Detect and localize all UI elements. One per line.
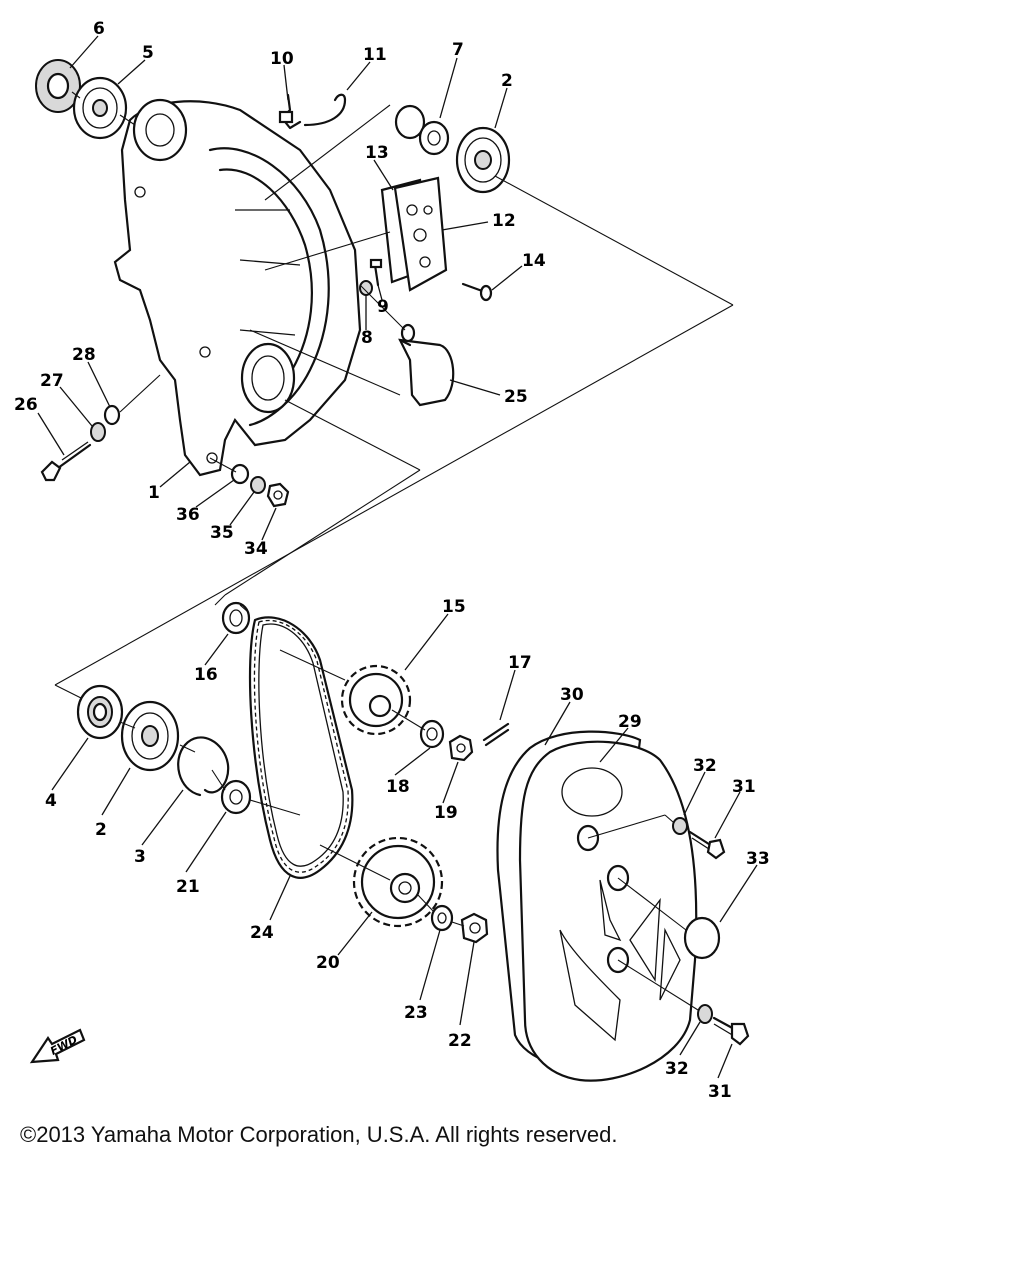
part-17-cotter-pin xyxy=(482,722,510,747)
part-24-chain xyxy=(248,616,354,879)
part-11-hose xyxy=(303,93,347,127)
callout-5: 5 xyxy=(142,43,154,63)
leader-lines xyxy=(37,35,758,1079)
part-21-spacer xyxy=(220,779,252,815)
callout-11: 11 xyxy=(363,45,387,65)
part-28-washer xyxy=(103,404,121,426)
callout-27: 27 xyxy=(40,371,64,391)
callout-13: 13 xyxy=(365,143,389,163)
callout-32-upper: 32 xyxy=(693,756,717,776)
part-23-washer xyxy=(430,904,454,932)
callout-6: 6 xyxy=(93,19,105,39)
callout-22: 22 xyxy=(448,1031,472,1051)
callout-2-top: 2 xyxy=(501,71,513,91)
callout-7: 7 xyxy=(452,40,464,60)
callout-28: 28 xyxy=(72,345,96,365)
callout-2-bottom: 2 xyxy=(95,820,107,840)
assembly-reference-lines xyxy=(54,91,734,706)
part-31-bolt-upper xyxy=(688,830,726,860)
callout-36: 36 xyxy=(176,505,200,525)
part-5-bearing xyxy=(72,76,128,140)
fwd-label: FWD xyxy=(48,1033,80,1058)
part-15-sprocket xyxy=(340,664,412,736)
part-26-bolt xyxy=(40,441,92,482)
callout-14: 14 xyxy=(522,251,546,271)
callout-23: 23 xyxy=(404,1003,428,1023)
callout-19: 19 xyxy=(434,803,458,823)
callout-20: 20 xyxy=(316,953,340,973)
callout-25: 25 xyxy=(504,387,528,407)
part-10-fitting xyxy=(278,93,302,130)
part-22-nut xyxy=(460,912,489,944)
part-16-seal xyxy=(221,601,251,635)
part-6-seal xyxy=(35,59,81,113)
callout-31-lower: 31 xyxy=(708,1082,732,1100)
part-20-sprocket xyxy=(352,836,444,928)
callout-8: 8 xyxy=(361,328,373,348)
part-35-lockwasher xyxy=(250,476,266,494)
callout-15: 15 xyxy=(442,597,466,617)
part-32-washer-lower xyxy=(697,1004,713,1024)
part-29-cover xyxy=(518,740,698,1082)
callout-labels: 6 5 10 11 7 2 13 12 14 9 8 25 28 27 26 1… xyxy=(14,19,770,1100)
part-8-nut xyxy=(359,280,373,296)
callout-26: 26 xyxy=(14,395,38,415)
callout-31-upper: 31 xyxy=(732,777,756,797)
part-36-washer xyxy=(230,463,250,485)
exploded-parts-diagram: FWD xyxy=(14,19,770,1100)
callout-35: 35 xyxy=(210,523,234,543)
callout-33: 33 xyxy=(746,849,770,869)
part-33-plug xyxy=(683,916,721,960)
part-1-chain-case xyxy=(113,98,362,477)
part-31-bolt-lower xyxy=(712,1016,750,1046)
part-34-nut xyxy=(266,482,290,508)
part-7-collar xyxy=(394,104,450,156)
callout-32-lower: 32 xyxy=(665,1059,689,1079)
callout-9: 9 xyxy=(377,297,389,317)
part-4-seal xyxy=(76,684,124,740)
part-9-bolt xyxy=(369,258,383,287)
callout-4: 4 xyxy=(45,791,57,811)
callout-12: 12 xyxy=(492,211,516,231)
fwd-arrow-icon: FWD xyxy=(29,1028,86,1064)
callout-24: 24 xyxy=(250,923,274,943)
part-2-bearing-top xyxy=(455,126,511,194)
callout-21: 21 xyxy=(176,877,200,897)
part-25-tensioner xyxy=(398,323,455,407)
callout-10: 10 xyxy=(270,49,294,69)
callout-29: 29 xyxy=(618,712,642,732)
part-14-screw xyxy=(461,282,493,302)
callout-1: 1 xyxy=(148,483,160,503)
part-3-circlip xyxy=(177,736,230,797)
callout-16: 16 xyxy=(194,665,218,685)
callout-34: 34 xyxy=(244,539,268,559)
part-12-bracket xyxy=(393,176,448,292)
callout-17: 17 xyxy=(508,653,532,673)
part-18-washer xyxy=(419,719,445,749)
part-2-bearing-bottom xyxy=(120,700,180,772)
part-19-nut xyxy=(448,734,474,762)
copyright-notice: ©2013 Yamaha Motor Corporation, U.S.A. A… xyxy=(20,1122,618,1147)
bottom-reference-lines xyxy=(119,604,699,1011)
part-32-washer-upper xyxy=(672,817,688,835)
part-27-lockwasher xyxy=(90,422,106,442)
callout-30: 30 xyxy=(560,685,584,705)
callout-18: 18 xyxy=(386,777,410,797)
callout-3: 3 xyxy=(134,847,146,867)
